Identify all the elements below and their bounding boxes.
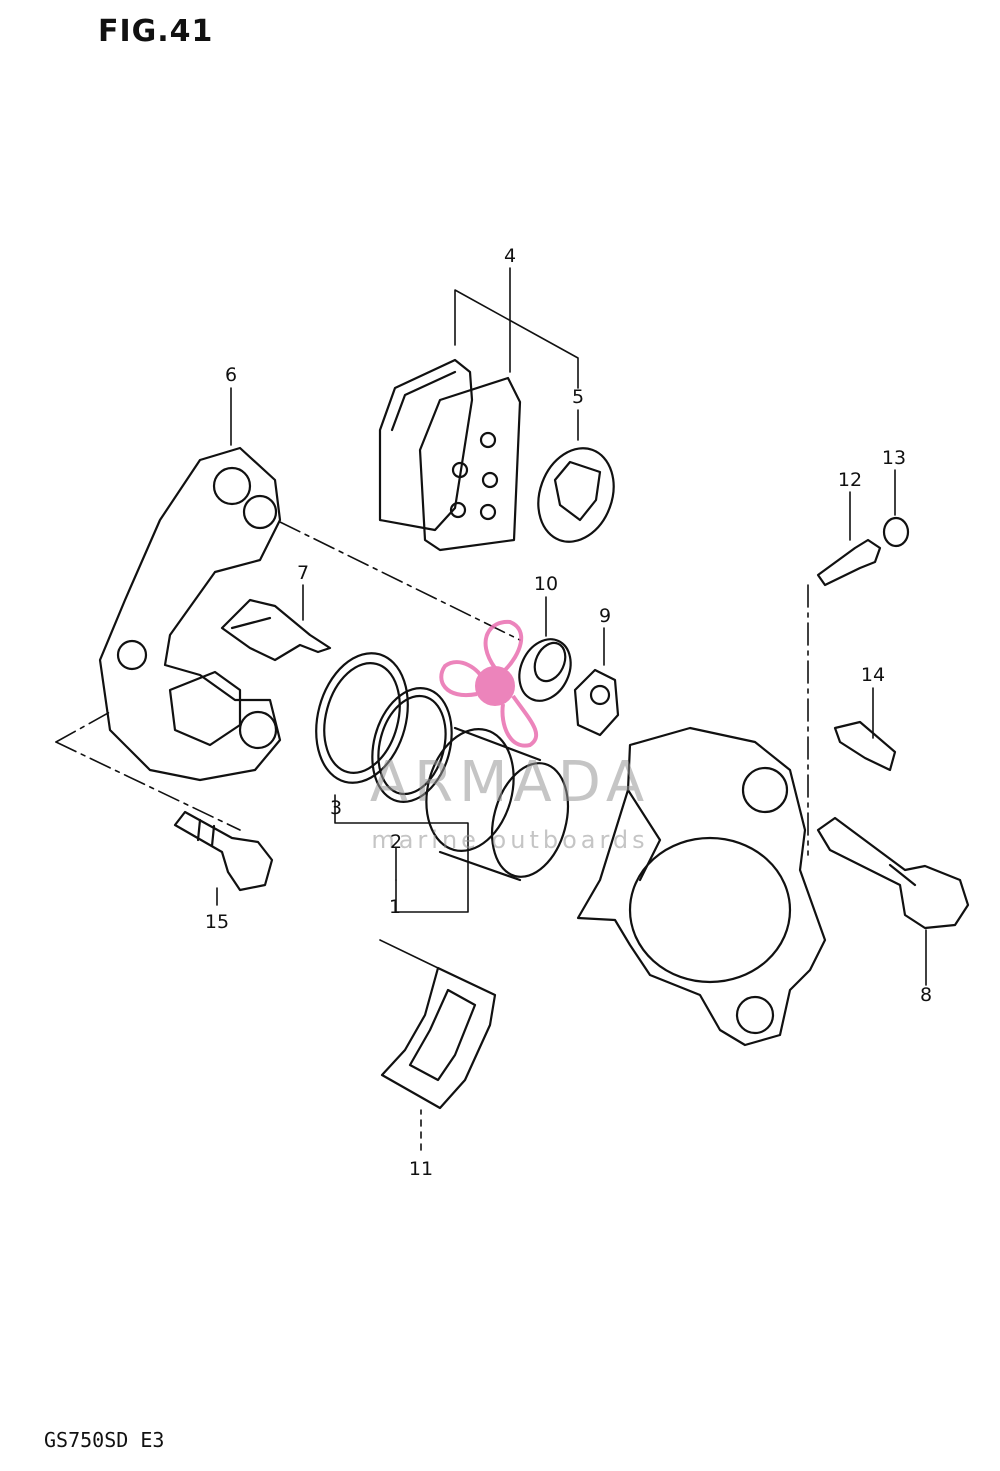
figure-title: FIG.41 xyxy=(98,14,214,49)
watermark-logo-icon xyxy=(439,619,539,748)
callout-5: 5 xyxy=(571,386,585,408)
callout-1: 1 xyxy=(388,896,402,918)
callout-10: 10 xyxy=(533,573,559,595)
watermark-brand: ARMADA xyxy=(369,750,651,815)
callout-2: 2 xyxy=(389,831,403,853)
callout-15: 15 xyxy=(204,911,230,933)
slide-pin-bolt xyxy=(816,816,970,930)
callout-3: 3 xyxy=(329,797,343,819)
callout-13: 13 xyxy=(881,447,907,469)
caliper-body xyxy=(576,726,827,1047)
callout-9: 9 xyxy=(598,605,612,627)
caliper-bracket xyxy=(98,446,282,782)
callout-6: 6 xyxy=(224,364,238,386)
pad-spring xyxy=(220,598,332,662)
callout-11: 11 xyxy=(408,1158,434,1180)
bleeder-cap xyxy=(882,516,910,548)
callout-8: 8 xyxy=(919,984,933,1006)
pin-boot xyxy=(518,638,572,702)
piston xyxy=(425,726,569,882)
bleeder-valve xyxy=(816,538,882,587)
model-code: GS750SD E3 xyxy=(44,1428,165,1452)
callout-12: 12 xyxy=(837,469,863,491)
callout-7: 7 xyxy=(296,562,310,584)
leader-lines xyxy=(55,267,927,1151)
callout-4: 4 xyxy=(503,245,517,267)
pad-shim xyxy=(537,447,615,543)
piston-seals xyxy=(315,652,453,803)
bracket-bolt xyxy=(173,810,274,892)
watermark-tagline: marine outboards xyxy=(371,826,649,854)
watermark: ARMADA marine outboards xyxy=(345,600,675,860)
brake-pad-set xyxy=(378,358,522,552)
anti-rattle-plate xyxy=(380,966,497,1110)
callout-14: 14 xyxy=(860,664,886,686)
pad-retainer-clip xyxy=(833,720,897,772)
guide-plate xyxy=(573,668,620,737)
